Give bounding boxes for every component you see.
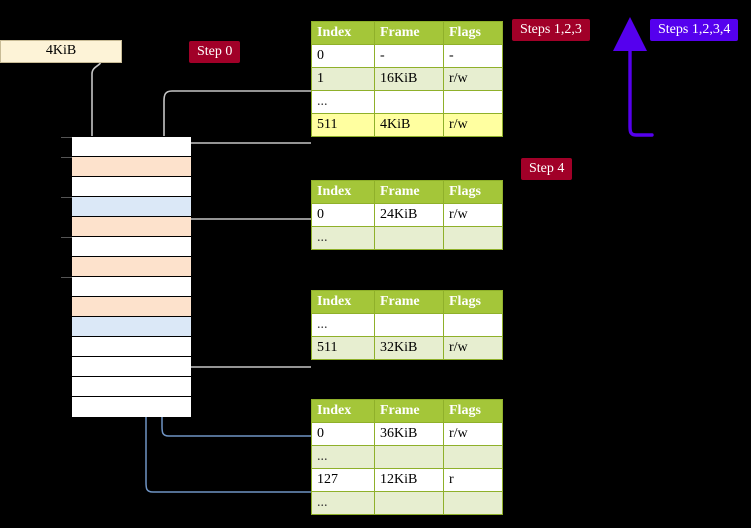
table-row: ... bbox=[311, 90, 503, 114]
arrow-pml4-511-to-memory bbox=[170, 142, 311, 160]
physical-memory-column bbox=[61, 136, 191, 417]
cell-index: 0 bbox=[311, 422, 375, 446]
cell-index: 511 bbox=[311, 336, 375, 360]
column-header-flags: Flags bbox=[443, 21, 503, 45]
cell-frame bbox=[374, 226, 444, 250]
cell-flags bbox=[443, 491, 503, 515]
column-header-frame: Frame bbox=[374, 290, 444, 314]
cell-flags: r/w bbox=[443, 113, 503, 137]
table-row: ... bbox=[311, 226, 503, 250]
memory-frame-tick bbox=[61, 197, 72, 198]
cell-frame: 12KiB bbox=[374, 468, 444, 492]
memory-frame-row bbox=[61, 237, 191, 257]
column-header-frame: Frame bbox=[374, 399, 444, 423]
badge-step-4-label: Step 4 bbox=[529, 161, 565, 176]
cell-index: ... bbox=[311, 313, 375, 337]
memory-frame-row bbox=[61, 277, 191, 297]
memory-frame-tick bbox=[61, 237, 72, 238]
memory-frame-row bbox=[72, 377, 191, 397]
memory-frame-row bbox=[72, 297, 191, 317]
cell-frame: - bbox=[374, 44, 444, 68]
cell-index: 511 bbox=[311, 113, 375, 137]
badge-step-4: Step 4 bbox=[521, 158, 573, 180]
cell-index: ... bbox=[311, 226, 375, 250]
cell-flags bbox=[443, 313, 503, 337]
cell-flags: r/w bbox=[443, 336, 503, 360]
memory-frame-tick bbox=[61, 157, 72, 158]
cell-flags: r bbox=[443, 468, 503, 492]
cell-flags bbox=[443, 90, 503, 114]
memory-frame-row bbox=[61, 137, 191, 157]
cell-frame bbox=[374, 445, 444, 469]
badge-steps-1234: Steps 1,2,3,4 bbox=[650, 19, 739, 41]
cell-flags: r/w bbox=[443, 67, 503, 91]
memory-frame-row bbox=[61, 157, 191, 177]
cell-frame: 16KiB bbox=[374, 67, 444, 91]
column-header-flags: Flags bbox=[443, 399, 503, 423]
arrow-steps-1234-bracket bbox=[613, 17, 654, 137]
memory-frame-row bbox=[72, 317, 191, 337]
column-header-index: Index bbox=[311, 290, 375, 314]
frame-size-label: 4KiB bbox=[45, 43, 77, 58]
table-row: ... bbox=[311, 445, 503, 469]
memory-frame-row bbox=[72, 337, 191, 357]
arrow-pd-to-memory bbox=[168, 311, 311, 368]
cell-flags: r/w bbox=[443, 422, 503, 446]
memory-frame-row bbox=[72, 397, 191, 417]
cell-flags bbox=[443, 445, 503, 469]
column-header-index: Index bbox=[311, 399, 375, 423]
column-header-index: Index bbox=[311, 180, 375, 204]
table-row: 0-- bbox=[311, 44, 503, 68]
memory-frame-row bbox=[72, 357, 191, 377]
column-header-flags: Flags bbox=[443, 290, 503, 314]
memory-frame-row bbox=[72, 217, 191, 237]
memory-frame-row bbox=[61, 197, 191, 217]
arrow-pdpt-to-memory bbox=[173, 218, 311, 272]
column-header-index: Index bbox=[311, 21, 375, 45]
cell-frame: 32KiB bbox=[374, 336, 444, 360]
cell-index: ... bbox=[311, 491, 375, 515]
table-row: ... bbox=[311, 491, 503, 515]
cell-frame: 36KiB bbox=[374, 422, 444, 446]
cell-flags: r/w bbox=[443, 203, 503, 227]
memory-frame-row bbox=[72, 177, 191, 197]
cell-index: 0 bbox=[311, 203, 375, 227]
table-row: ... bbox=[311, 313, 503, 337]
column-header-frame: Frame bbox=[374, 180, 444, 204]
cell-frame: 24KiB bbox=[374, 203, 444, 227]
cell-frame bbox=[374, 313, 444, 337]
memory-frame-tick bbox=[61, 137, 72, 138]
column-header-flags: Flags bbox=[443, 180, 503, 204]
cell-frame bbox=[374, 90, 444, 114]
cell-index: 1 bbox=[311, 67, 375, 91]
badge-step-0: Step 0 bbox=[189, 41, 241, 63]
cell-index: ... bbox=[311, 90, 375, 114]
memory-frame-row bbox=[72, 257, 191, 277]
cell-frame: 4KiB bbox=[374, 113, 444, 137]
cell-flags: - bbox=[443, 44, 503, 68]
cell-index: ... bbox=[311, 445, 375, 469]
frame-size-box: 4KiB bbox=[0, 40, 122, 63]
badge-step-0-label: Step 0 bbox=[197, 44, 233, 59]
cell-frame bbox=[374, 491, 444, 515]
column-header-frame: Frame bbox=[374, 21, 444, 45]
cell-index: 0 bbox=[311, 44, 375, 68]
badge-steps-123-label: Steps 1,2,3 bbox=[520, 22, 582, 37]
badge-steps-1234-label: Steps 1,2,3,4 bbox=[658, 22, 731, 37]
cell-flags bbox=[443, 226, 503, 250]
badge-steps-123: Steps 1,2,3 bbox=[512, 19, 590, 41]
cell-index: 127 bbox=[311, 468, 375, 492]
memory-frame-tick bbox=[61, 277, 72, 278]
